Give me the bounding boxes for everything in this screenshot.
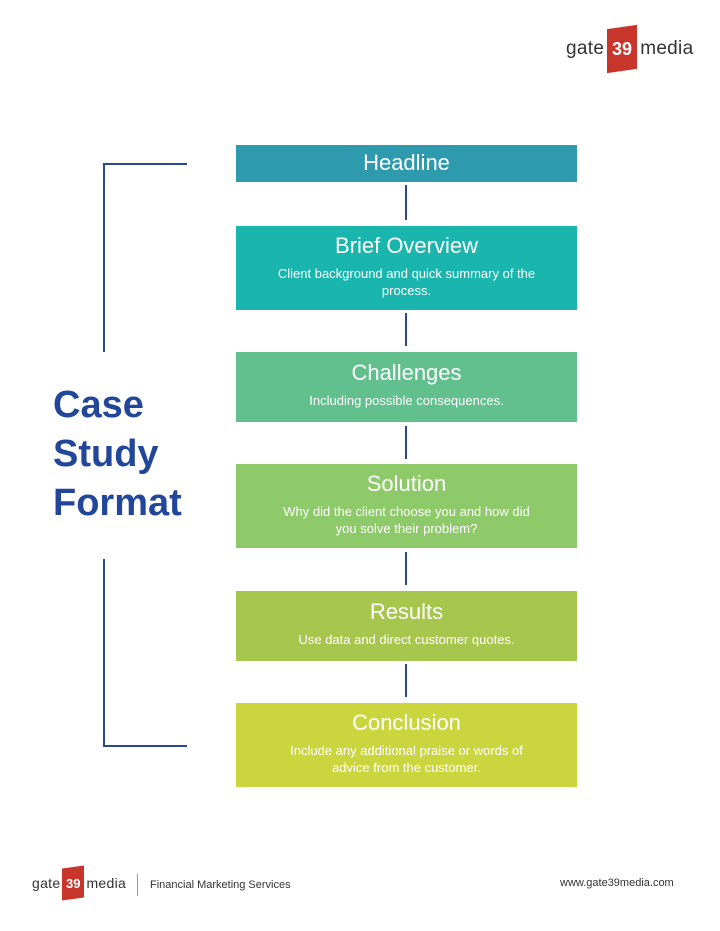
footer-divider [137, 874, 138, 896]
header-logo[interactable]: gate 39 media [566, 24, 694, 74]
diagram-title-line-3: Format [53, 482, 182, 524]
step-challenges: Challenges Including possible consequenc… [236, 352, 577, 422]
step-solution: Solution Why did the client choose you a… [236, 464, 577, 548]
logo-badge: 39 [62, 865, 85, 901]
step-title: Solution [366, 471, 447, 496]
step-title: Brief Overview [334, 233, 479, 258]
logo-badge: 39 [607, 24, 638, 74]
step-description: Use data and direct customer quotes. [298, 632, 515, 647]
logo-word-left: gate [566, 38, 605, 59]
footer-url-link[interactable]: www.gate39media.com [560, 877, 674, 889]
step-results: Results Use data and direct customer quo… [236, 591, 577, 661]
footer-logo[interactable]: gate 39 media [32, 865, 127, 901]
bracket-top [103, 163, 187, 352]
logo-word-left: gate [32, 875, 61, 891]
connector-4-5 [405, 552, 407, 585]
logo-word-right: media [640, 38, 694, 59]
connector-2-3 [405, 313, 407, 346]
bracket-bottom [103, 559, 187, 747]
step-headline: Headline [236, 145, 577, 182]
footer-tagline: Financial Marketing Services [150, 879, 291, 891]
step-conclusion: Conclusion Include any additional praise… [236, 703, 577, 787]
step-description: Including possible consequences. [309, 393, 504, 408]
step-title: Headline [363, 150, 450, 175]
diagram-title-line-1: Case [53, 384, 144, 426]
diagram-title: Case Study Format [53, 381, 182, 528]
connector-1-2 [405, 185, 407, 220]
step-description: Why did the client choose you and how di… [283, 504, 530, 536]
step-title: Challenges [351, 360, 462, 385]
step-description: Client background and quick summary of t… [277, 266, 536, 298]
step-brief-overview: Brief Overview Client background and qui… [236, 226, 577, 310]
connector-3-4 [405, 426, 407, 459]
diagram-title-line-2: Study [53, 433, 159, 475]
step-title: Results [369, 599, 444, 624]
step-description: Include any additional praise or words o… [290, 743, 523, 775]
logo-word-right: media [86, 875, 127, 891]
step-title: Conclusion [352, 710, 461, 735]
connector-5-6 [405, 664, 407, 697]
